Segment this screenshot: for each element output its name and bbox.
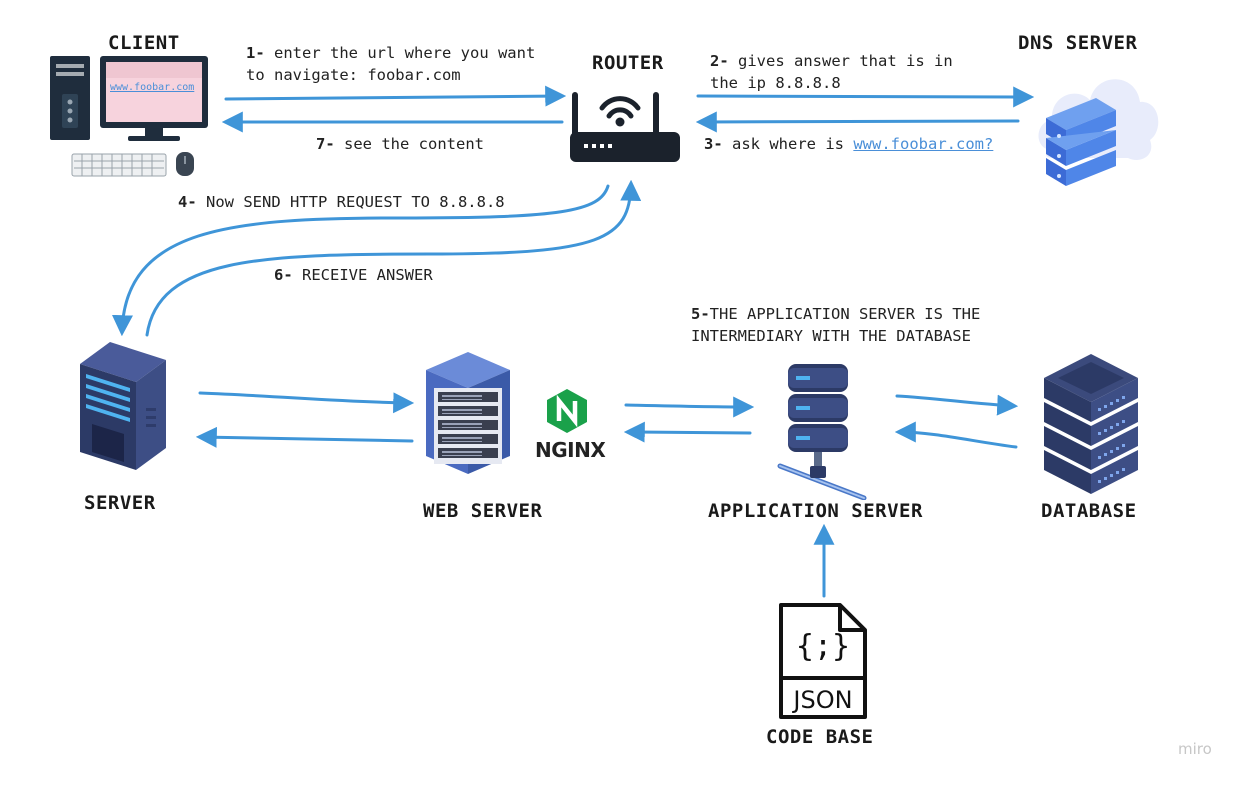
nginx-logo-icon [547,389,587,433]
application-server-icon [777,364,867,500]
step-2-label: 2- gives answer that is in the ip 8.8.8.… [710,50,953,94]
step-2-number: 2- [710,52,729,70]
step-6-label: 6- RECEIVE ANSWER [274,264,433,286]
step-4-number: 4- [178,193,197,211]
router-label: ROUTER [592,52,664,74]
screen-url: www.foobar.com [110,82,195,93]
step-1-line2: to navigate: foobar.com [246,66,461,84]
step-3-number: 3- [704,135,723,153]
step-7-label: 7- see the content [316,133,484,155]
arrow-appserver-to-webserver [623,421,752,443]
server-tower-icon [80,342,166,470]
step-1-number: 1- [246,44,265,62]
step-5-line1: THE APPLICATION SERVER IS THE [709,305,981,323]
arrow-client-to-router [224,85,567,107]
step-7-text: see the content [344,135,484,153]
dns-server-stack-icon [1046,98,1116,186]
app-server-stack [788,364,848,452]
step-2-line1: gives answer that is in [738,52,953,70]
step-3-text: ask where is [732,135,844,153]
step-4-text: Now SEND HTTP REQUEST TO 8.8.8.8 [206,193,505,211]
arrow-webserver-to-server [195,426,414,448]
step-6-text: RECEIVE ANSWER [302,266,433,284]
arrow-server-to-router [145,179,642,337]
arrow-dns-to-router [695,111,1020,133]
server-label: SERVER [84,492,156,514]
nginx-label: NGINX [535,438,606,462]
router-icon [570,92,680,162]
step-1-label: 1- enter the url where you want to navig… [246,42,535,86]
json-braces: {;} [796,629,850,664]
arrow-appserver-to-database [895,394,1019,416]
arrow-router-to-server [112,184,610,337]
step-1-line1: enter the url where you want [274,44,536,62]
dns-server-label: DNS SERVER [1018,32,1138,54]
json-file-icon: {;} JSON [779,603,867,719]
step-5-line2: INTERMEDIARY WITH THE DATABASE [691,327,971,345]
cloud-icon [1038,79,1159,186]
arrow-server-to-webserver [198,391,415,414]
step-3-url-link[interactable]: www.foobar.com? [853,135,994,153]
json-label: JSON [791,686,852,714]
web-server-icon [426,352,510,474]
step-5-label: 5-THE APPLICATION SERVER IS THE INTERMED… [691,303,980,347]
step-4-label: 4- Now SEND HTTP REQUEST TO 8.8.8.8 [178,191,505,213]
arrow-database-to-appserver [894,421,1018,449]
web-server-label: WEB SERVER [423,500,543,522]
client-label: CLIENT [108,32,180,54]
computer-icon [50,56,208,177]
code-base-label: CODE BASE [766,726,874,748]
database-label: DATABASE [1041,500,1137,522]
step-6-number: 6- [274,266,293,284]
arrow-webserver-to-appserver [624,396,755,418]
step-7-number: 7- [316,135,335,153]
database-icon [1044,354,1138,494]
miro-watermark: miro [1178,740,1212,758]
step-5-number: 5- [691,305,710,323]
step-3-label: 3- ask where is www.foobar.com? [704,133,993,155]
arrow-router-to-dns [696,86,1035,108]
step-2-line2: the ip 8.8.8.8 [710,74,841,92]
application-server-label: APPLICATION SERVER [708,500,923,522]
